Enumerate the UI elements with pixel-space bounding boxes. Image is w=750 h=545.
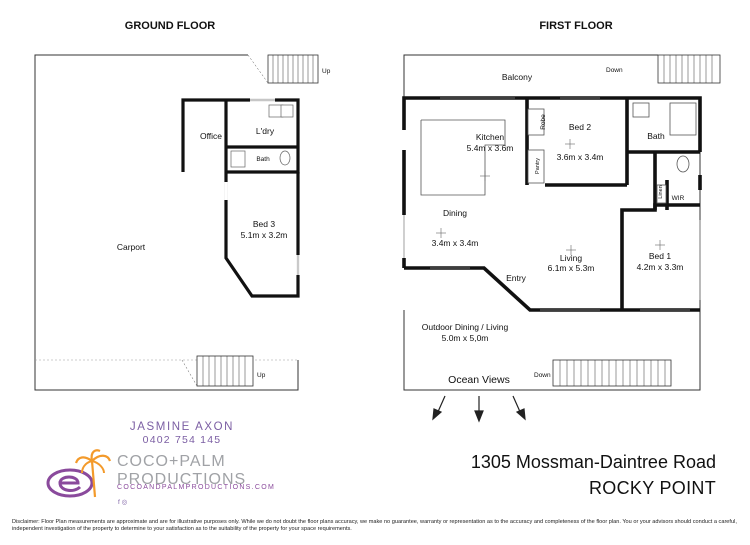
first-stairs-bottom-label: Down [534, 372, 551, 379]
brand-name-line2: PRODUCTIONS [117, 471, 247, 488]
social-icons: f ◎ [118, 499, 128, 506]
ground-stairs-bottom [181, 355, 254, 387]
bed3-label: Bed 3 [253, 219, 275, 229]
office-label: Office [200, 131, 222, 141]
laundry-label: L'dry [256, 126, 275, 136]
ground-stairs-bottom-label: Up [257, 372, 266, 379]
first-stairs-top [657, 54, 721, 84]
ground-floor-heading: GROUND FLOOR [125, 20, 215, 32]
bed1-label: Bed 1 [649, 251, 671, 261]
outdoor-size: 5.0m x 5,0m [442, 333, 489, 343]
living-size: 6.1m x 5.3m [548, 263, 595, 273]
ocean-views-label: Ocean Views [448, 374, 510, 386]
bed3-size: 5.1m x 3.2m [241, 230, 288, 240]
ground-walls [181, 98, 300, 298]
ground-stairs-top-label: Up [322, 68, 331, 75]
agent-name: JASMINE AXON [129, 421, 235, 433]
brand-logo: COCO+PALM PRODUCTIONS f ◎ [40, 447, 270, 509]
brand-mark-icon [46, 449, 112, 498]
address-locality: ROCKY POINT [589, 478, 716, 498]
first-stairs-bottom [552, 359, 672, 387]
agent-phone: 0402 754 145 [142, 434, 222, 446]
first-stairs-top-label: Down [606, 67, 623, 74]
linen-label: Linen [658, 185, 664, 198]
disclaimer-text: Disclaimer: Floor Plan measurements are … [12, 519, 737, 533]
dining-size: 3.4m x 3.4m [432, 238, 479, 248]
kitchen-label: Kitchen [476, 132, 505, 142]
agent-block: JASMINE AXON 0402 754 145 [112, 421, 252, 446]
bed2-label: Bed 2 [569, 122, 591, 132]
address-street: 1305 Mossman-Daintree Road [470, 452, 716, 472]
robe-label: Robe [540, 114, 547, 130]
brand-url: COCOANDPALMPRODUCTIONS.COM [117, 484, 276, 491]
bed2-size: 3.6m x 3.4m [557, 152, 604, 162]
kitchen-size: 5.4m x 3.6m [467, 143, 514, 153]
view-arrows [432, 395, 526, 423]
ground-bath-label: Bath [256, 156, 270, 163]
carport-outline [34, 54, 299, 391]
brand-name-line1: COCO+PALM [117, 453, 226, 470]
first-bath-label: Bath [647, 131, 665, 141]
balcony-label: Balcony [502, 72, 533, 82]
address-block: 1305 Mossman-Daintree Road ROCKY POINT [471, 452, 716, 499]
entry-label: Entry [506, 273, 527, 283]
first-floor-plan: Down Down [402, 54, 721, 391]
wir-label: WIR [672, 195, 685, 202]
pantry-label: Pantry [535, 158, 541, 174]
ground-floor-plan: Up Up [34, 54, 331, 391]
carport-label: Carport [117, 242, 146, 252]
living-label: Living [560, 253, 582, 263]
bed1-size: 4.2m x 3.3m [637, 262, 684, 272]
first-floor-heading: FIRST FLOOR [539, 20, 612, 32]
ground-stairs-top [247, 54, 319, 84]
dining-label: Dining [443, 208, 467, 218]
outdoor-label: Outdoor Dining / Living [422, 322, 509, 332]
